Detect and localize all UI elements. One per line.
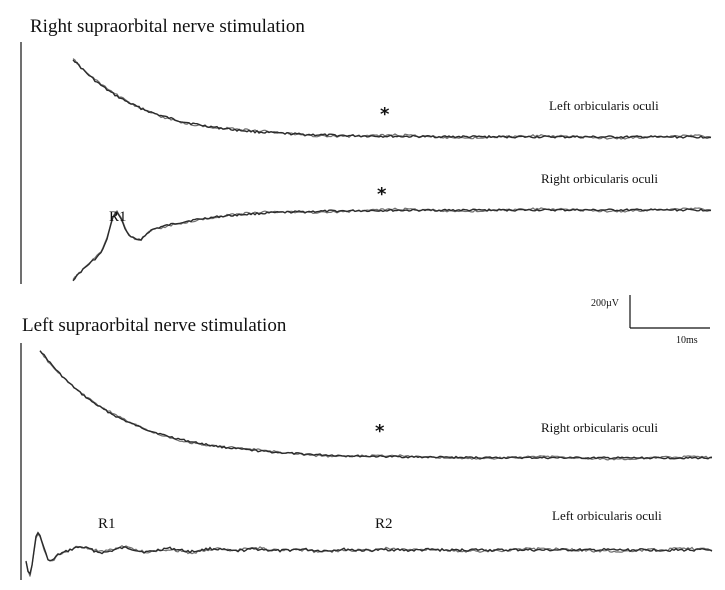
top-lower-trace-label: Right orbicularis oculi: [541, 171, 658, 186]
top-upper-trace-label: Left orbicularis oculi: [549, 98, 659, 113]
top-upper-asterisk: *: [380, 104, 390, 125]
bottom-r2-marker: R2: [375, 516, 393, 532]
scale-bar-amplitude-label: 200µV: [591, 298, 620, 309]
bottom-lower-trace-label: Left orbicularis oculi: [552, 508, 662, 523]
bottom-lower-trace-b: [25, 532, 713, 577]
bottom-upper-trace-a: [39, 350, 713, 460]
top-lower-trace-b: [72, 207, 712, 280]
top-panel-title: Right supraorbital nerve stimulation: [30, 16, 305, 37]
top-lower-trace-a: [72, 208, 712, 282]
bottom-r1-marker: R1: [98, 516, 116, 532]
top-lower-asterisk: *: [377, 184, 387, 205]
scale-bar-time-label: 10ms: [676, 335, 698, 346]
bottom-lower-trace-a: [25, 531, 713, 576]
bottom-upper-trace-b: [39, 350, 713, 461]
bottom-upper-trace-label: Right orbicularis oculi: [541, 420, 658, 435]
bottom-panel-title: Left supraorbital nerve stimulation: [22, 315, 287, 336]
top-r1-marker: R1: [109, 209, 127, 225]
top-upper-trace-a: [72, 59, 712, 139]
bottom-upper-asterisk: *: [375, 421, 385, 442]
